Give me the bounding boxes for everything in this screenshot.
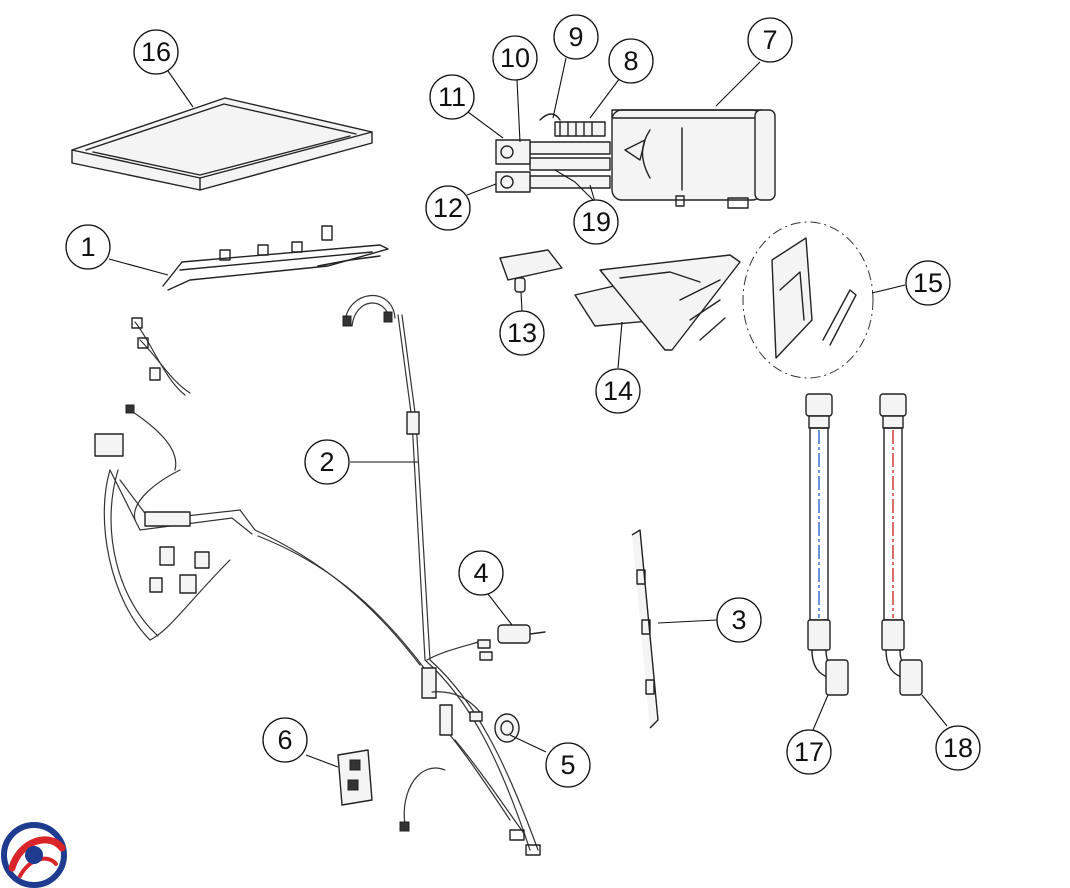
- callout-13: 13: [499, 310, 545, 356]
- part-valve-assembly: [495, 109, 776, 209]
- svg-text:17: 17: [794, 737, 824, 767]
- callout-4: 4: [458, 550, 504, 596]
- svg-text:2: 2: [319, 447, 334, 477]
- svg-text:18: 18: [943, 733, 973, 763]
- callout-3: 3: [716, 597, 762, 643]
- part-holder: [499, 249, 563, 293]
- brand-logo-icon: [1, 822, 67, 888]
- part-wiring-harness: [94, 294, 541, 856]
- callout-10: 10: [492, 35, 538, 81]
- svg-text:14: 14: [603, 376, 633, 406]
- callout-18: 18: [935, 725, 981, 771]
- callout-5: 5: [545, 742, 591, 788]
- svg-text:16: 16: [141, 37, 171, 67]
- part-switch: [337, 749, 373, 806]
- part-detail-view: [742, 221, 874, 379]
- callout-19: 19: [573, 199, 619, 245]
- part-bracket: [631, 529, 659, 729]
- svg-text:1: 1: [80, 232, 95, 262]
- part-sensor: [477, 624, 546, 661]
- callout-2: 2: [304, 439, 350, 485]
- svg-text:10: 10: [500, 43, 530, 73]
- svg-text:15: 15: [913, 268, 943, 298]
- svg-text:12: 12: [433, 193, 463, 223]
- svg-text:11: 11: [438, 82, 466, 112]
- callout-8: 8: [608, 38, 654, 84]
- callout-17: 17: [786, 729, 832, 775]
- svg-text:19: 19: [581, 207, 611, 237]
- svg-text:6: 6: [277, 725, 292, 755]
- callout-1: 1: [65, 224, 111, 270]
- part-round-sensor: [469, 711, 520, 743]
- callout-9: 9: [553, 14, 599, 60]
- svg-text:5: 5: [560, 750, 575, 780]
- callout-15: 15: [905, 260, 951, 306]
- svg-text:9: 9: [568, 22, 583, 52]
- part-control-rail: [162, 225, 389, 291]
- part-hot-hose: [879, 393, 923, 696]
- callout-14: 14: [595, 368, 641, 414]
- svg-text:7: 7: [762, 25, 777, 55]
- callout-12: 12: [425, 185, 471, 231]
- leader-lines: [108, 57, 948, 768]
- part-detergent-drawer: [574, 254, 741, 351]
- svg-text:13: 13: [507, 318, 537, 348]
- callout-7: 7: [747, 17, 793, 63]
- svg-text:4: 4: [473, 558, 488, 588]
- callout-6: 6: [262, 717, 308, 763]
- part-top-panel: [71, 97, 373, 191]
- callout-11: 11: [429, 74, 475, 120]
- svg-text:3: 3: [731, 605, 746, 635]
- part-cold-hose: [805, 393, 849, 696]
- svg-text:8: 8: [623, 46, 638, 76]
- callout-16: 16: [133, 29, 179, 75]
